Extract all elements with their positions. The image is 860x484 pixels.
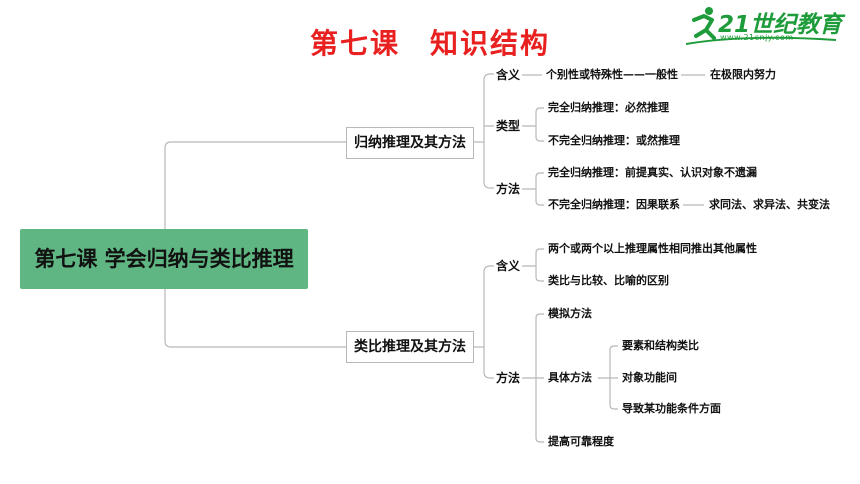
induction-types-complete: 完全归纳推理：必然推理 bbox=[548, 101, 669, 114]
analogy-methods-simulate: 模拟方法 bbox=[548, 307, 592, 320]
analogy-meaning-label: 含义 bbox=[496, 259, 521, 273]
induction-meaning-text: 个别性或特殊性——一般性 bbox=[546, 68, 678, 81]
induction-meaning-extra: 在极限内努力 bbox=[710, 68, 776, 81]
page-title: 第七课 知识结构 bbox=[309, 27, 550, 60]
logo-url: www.21cnjy.com bbox=[720, 33, 794, 42]
induction-methods-incomplete: 不完全归纳推理：因果联系 bbox=[548, 198, 680, 211]
branch-analogy: 类比推理及其方法 bbox=[346, 331, 474, 363]
concrete-method-item: 导致某功能条件方面 bbox=[622, 402, 721, 415]
concrete-method-item: 对象功能间 bbox=[622, 371, 677, 384]
logo-brand: 21世纪教育 bbox=[718, 12, 843, 38]
analogy-methods-improve: 提高可靠程度 bbox=[548, 435, 614, 448]
induction-methods-complete: 完全归纳推理：前提真实、认识对象不遗漏 bbox=[548, 166, 757, 179]
connector-induction-methods bbox=[522, 172, 704, 206]
induction-types-label: 类型 bbox=[496, 119, 521, 133]
induction-methods-label: 方法 bbox=[496, 182, 521, 196]
root-node: 第七课 学会归纳与类比推理 bbox=[20, 229, 308, 289]
connector-analogy bbox=[483, 265, 494, 379]
connector-concrete-methods bbox=[598, 345, 618, 410]
analogy-meaning-def: 两个或两个以上推理属性相同推出其他属性 bbox=[548, 242, 757, 255]
concrete-method-item: 要素和结构类比 bbox=[622, 339, 699, 352]
induction-meaning-label: 含义 bbox=[496, 68, 521, 82]
induction-types-incomplete: 不完全归纳推理：或然推理 bbox=[548, 134, 680, 147]
analogy-methods-concrete-label: 具体方法 bbox=[548, 371, 592, 384]
connector-analogy-methods bbox=[522, 313, 544, 443]
logo-runner-icon bbox=[686, 7, 837, 45]
connector-induction-types bbox=[522, 107, 544, 142]
connector-analogy-meaning bbox=[522, 248, 544, 282]
branch-induction: 归纳推理及其方法 bbox=[346, 127, 474, 159]
analogy-methods-label: 方法 bbox=[496, 371, 521, 385]
connector-root bbox=[164, 141, 346, 229]
connector-induction bbox=[483, 73, 494, 189]
analogy-meaning-diff: 类比与比较、比喻的区别 bbox=[548, 274, 669, 287]
connector-root bbox=[164, 289, 346, 348]
induction-methods-extra: 求同法、求异法、共变法 bbox=[709, 198, 830, 211]
